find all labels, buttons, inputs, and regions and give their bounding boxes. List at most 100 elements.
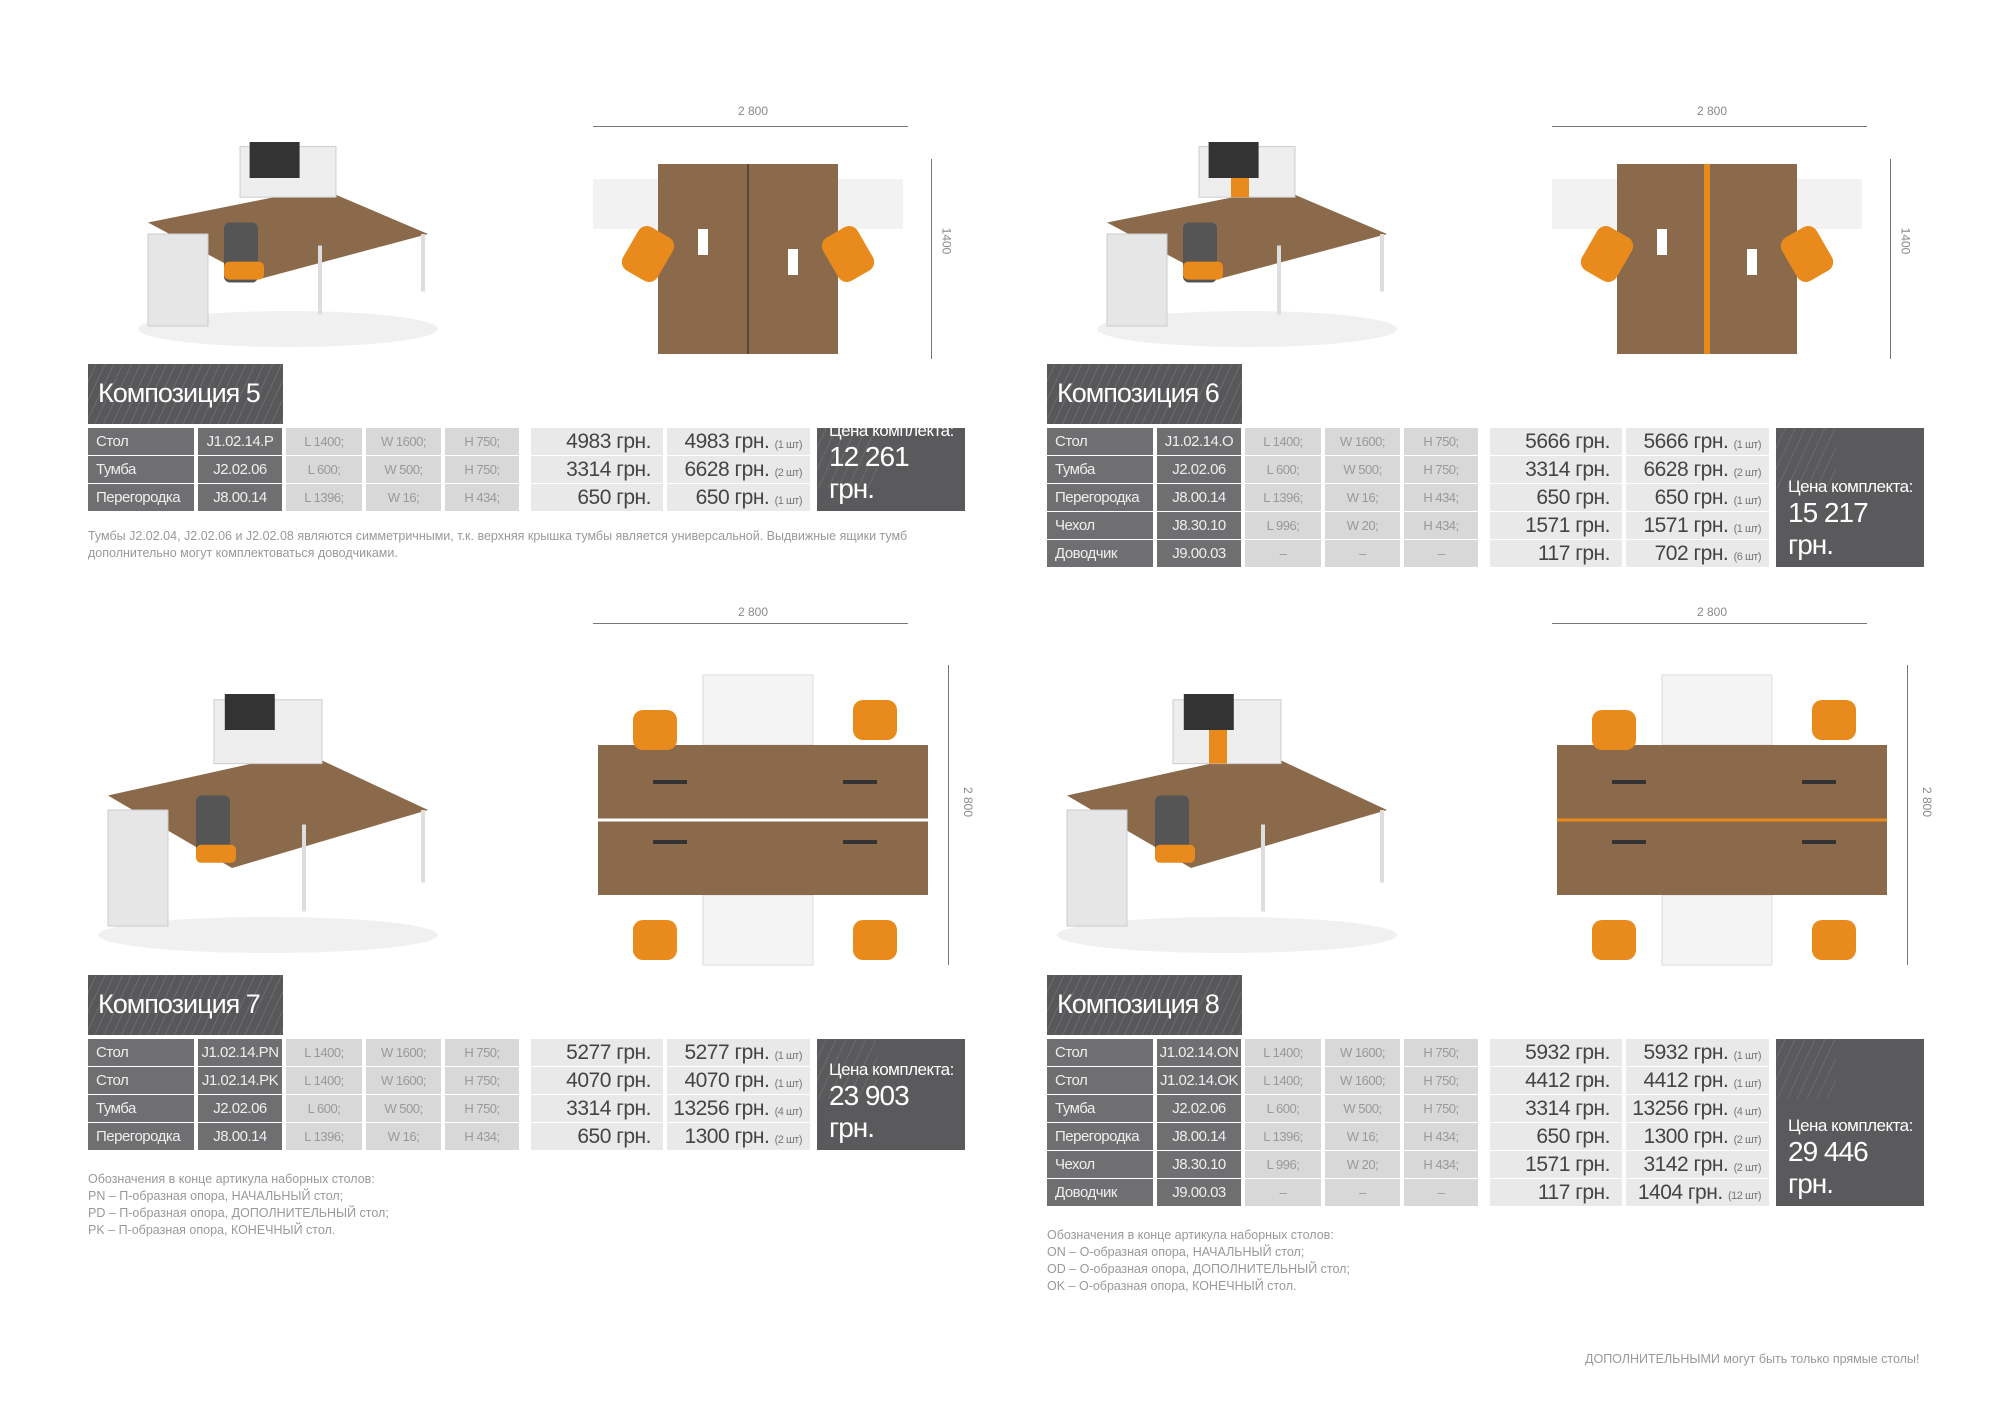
- quantity: (1 шт): [1733, 495, 1762, 507]
- unit-price: 650 грн.: [1490, 484, 1622, 511]
- unit-price: 5932 грн.: [1490, 1039, 1622, 1066]
- composition-title: Композиция 7: [88, 975, 283, 1035]
- item-name: Тумба: [88, 456, 194, 483]
- item-code: J1.02.14.P: [198, 428, 282, 455]
- line-total-value: 1404 грн.: [1637, 1181, 1723, 1204]
- unit-price: 1571 грн.: [1490, 512, 1622, 539]
- quantity: (2 шт): [774, 1134, 803, 1146]
- item-code: J8.00.14: [1157, 1123, 1241, 1150]
- item-length: L 996;: [1245, 512, 1321, 539]
- composition-title: Композиция 6: [1047, 364, 1242, 424]
- item-length: –: [1245, 1179, 1321, 1206]
- item-name: Стол: [1047, 1039, 1153, 1066]
- line-total: 650 грн. (1 шт): [1626, 484, 1769, 511]
- item-length: L 600;: [1245, 1095, 1321, 1122]
- dimension-arrow: [593, 623, 908, 624]
- quantity: (1 шт): [774, 439, 803, 451]
- plan-view: [1552, 670, 1892, 975]
- set-total-value: 12 261 грн.: [829, 441, 910, 504]
- item-name: Доводчик: [1047, 540, 1153, 567]
- item-width: W 1600;: [1325, 1039, 1400, 1066]
- item-code: J2.02.06: [1157, 456, 1241, 483]
- unit-price: 3314 грн.: [531, 456, 663, 483]
- line-total-value: 1300 грн.: [684, 1125, 770, 1148]
- dimension-depth: 1400: [1898, 227, 1913, 255]
- quantity: (1 шт): [774, 495, 803, 507]
- item-code: J1.02.14.ON: [1157, 1039, 1241, 1066]
- quantity: (1 шт): [1733, 1078, 1762, 1090]
- item-length: L 1396;: [1245, 484, 1321, 511]
- unit-price: 3314 грн.: [1490, 456, 1622, 483]
- line-total-value: 1300 грн.: [1643, 1125, 1729, 1148]
- item-height: H 434;: [1404, 512, 1478, 539]
- item-height: H 434;: [1404, 1151, 1478, 1178]
- item-code: J8.00.14: [198, 1123, 282, 1150]
- item-width: W 1600;: [1325, 1067, 1400, 1094]
- line-total: 1300 грн. (2 шт): [667, 1123, 810, 1150]
- set-total-box: Цена комплекта:23 903 грн.: [817, 1039, 965, 1150]
- item-code: J9.00.03: [1157, 540, 1241, 567]
- item-height: H 750;: [445, 1067, 519, 1094]
- line-total: 5932 грн. (1 шт): [1626, 1039, 1769, 1066]
- set-total-value: 15 217 грн.: [1788, 497, 1869, 560]
- quantity: (4 шт): [774, 1106, 803, 1118]
- item-code: J1.02.14.O: [1157, 428, 1241, 455]
- item-name: Стол: [88, 1067, 194, 1094]
- product-render: [88, 665, 448, 960]
- unit-price: 4412 грн.: [1490, 1067, 1622, 1094]
- set-total-label: Цена комплекта:: [829, 1060, 954, 1079]
- item-code: J2.02.06: [198, 1095, 282, 1122]
- product-render: [1047, 665, 1407, 960]
- dimension-arrow: [1890, 159, 1891, 359]
- unit-price: 650 грн.: [531, 484, 663, 511]
- line-total: 4070 грн. (1 шт): [667, 1067, 810, 1094]
- unit-price: 650 грн.: [531, 1123, 663, 1150]
- item-length: L 1396;: [286, 484, 362, 511]
- note-line: Обозначения в конце артикула наборных ст…: [88, 1172, 375, 1186]
- item-code: J8.00.14: [198, 484, 282, 511]
- item-length: –: [1245, 540, 1321, 567]
- item-length: L 996;: [1245, 1151, 1321, 1178]
- product-render: [1087, 119, 1407, 354]
- set-total-label: Цена комплекта:: [829, 421, 954, 440]
- item-name: Перегородка: [1047, 1123, 1153, 1150]
- note-line: PD – П-образная опора, ДОПОЛНИТЕЛЬНЫЙ ст…: [88, 1206, 389, 1220]
- set-total-box: Цена комплекта:15 217 грн.: [1776, 428, 1924, 567]
- item-width: W 20;: [1325, 512, 1400, 539]
- line-total: 6628 грн. (2 шт): [667, 456, 810, 483]
- set-total-box: Цена комплекта:29 446 грн.: [1776, 1039, 1924, 1206]
- quantity: (6 шт): [1733, 551, 1762, 563]
- item-height: H 750;: [1404, 456, 1478, 483]
- item-code: J2.02.06: [1157, 1095, 1241, 1122]
- item-name: Стол: [1047, 428, 1153, 455]
- item-height: H 434;: [445, 1123, 519, 1150]
- item-width: –: [1325, 1179, 1400, 1206]
- item-name: Тумба: [1047, 1095, 1153, 1122]
- item-width: W 500;: [366, 456, 441, 483]
- unit-price: 3314 грн.: [1490, 1095, 1622, 1122]
- unit-price: 3314 грн.: [531, 1095, 663, 1122]
- item-width: W 1600;: [366, 428, 441, 455]
- plan-view: [593, 670, 933, 975]
- item-width: W 1600;: [1325, 428, 1400, 455]
- line-total-value: 650 грн.: [1654, 486, 1729, 509]
- unit-price: 650 грн.: [1490, 1123, 1622, 1150]
- line-total: 13256 грн. (4 шт): [667, 1095, 810, 1122]
- line-total-value: 13256 грн.: [673, 1097, 770, 1120]
- note-line: PN – П-образная опора, НАЧАЛЬНЫЙ стол;: [88, 1189, 344, 1203]
- dimension-arrow: [593, 126, 908, 127]
- quantity: (2 шт): [1733, 467, 1762, 479]
- item-width: W 1600;: [366, 1039, 441, 1066]
- note-line: ON – О-образная опора, НАЧАЛЬНЫЙ стол;: [1047, 1245, 1305, 1259]
- item-name: Перегородка: [1047, 484, 1153, 511]
- plan-view: [588, 159, 908, 364]
